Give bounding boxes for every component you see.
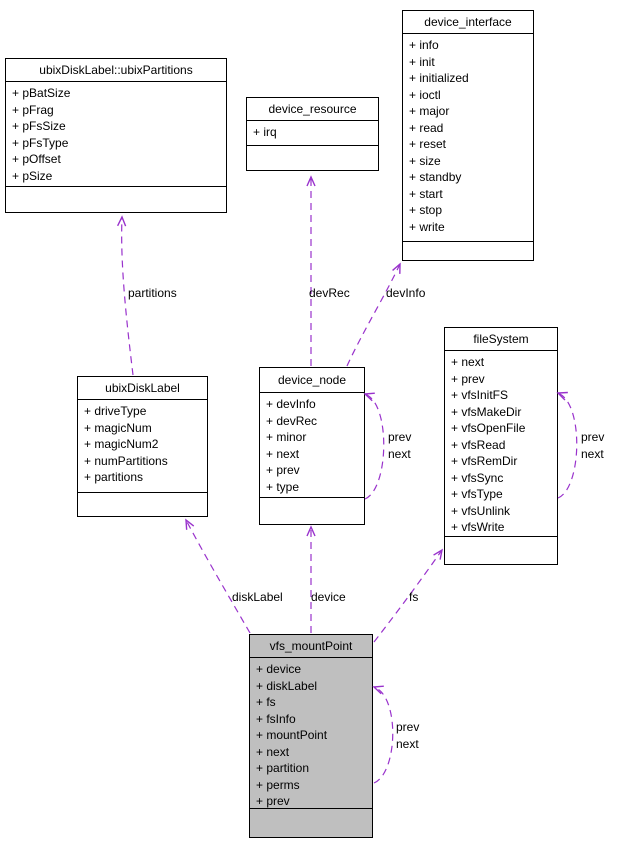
class-title: device_resource xyxy=(247,98,378,121)
class-attribute: + initialized xyxy=(409,71,469,85)
class-attribute: + vfsType xyxy=(451,487,503,501)
class-attribute: + type xyxy=(266,479,300,494)
edge-filesystem-self-loop xyxy=(556,391,578,499)
class-attribute: + vfsUnlink xyxy=(451,503,511,518)
class-attribute: + vfsInitFS xyxy=(451,388,509,402)
class-box-device-resource[interactable]: device_resource + irq xyxy=(246,97,379,171)
class-attribute: + read xyxy=(409,120,444,135)
class-attributes: + info + init + initialized + ioctl + ma… xyxy=(403,34,533,241)
class-attribute: + numPartitions xyxy=(84,453,168,468)
class-attribute: + vfsMakeDir xyxy=(451,404,522,419)
class-attribute: + size xyxy=(409,153,441,168)
class-attribute: + vfsRemDir xyxy=(451,454,518,468)
class-attributes: + devInfo + devRec + minor + next + prev… xyxy=(260,393,364,497)
class-box-ubixdisklabel[interactable]: ubixDiskLabel + driveType + magicNum + m… xyxy=(77,376,208,517)
class-attribute: + prev xyxy=(451,371,485,386)
edge-label-vfs-prev: prev xyxy=(396,720,420,734)
edge-fs xyxy=(373,548,443,643)
class-attributes: + pBatSize + pFrag + pFsSize + pFsType +… xyxy=(6,82,226,186)
class-box-ubixpartitions[interactable]: ubixDiskLabel::ubixPartitions + pBatSize… xyxy=(5,58,227,213)
class-attribute: + major xyxy=(409,104,450,118)
class-attribute: + pFsSize xyxy=(12,119,66,133)
class-attribute: + irq xyxy=(253,125,277,139)
class-attribute: + reset xyxy=(409,137,447,151)
class-attribute: + mountPoint xyxy=(256,728,328,742)
class-attribute: + next xyxy=(256,744,290,759)
class-attribute: + pFrag xyxy=(12,102,54,117)
class-attribute: + write xyxy=(409,219,445,234)
class-attribute: + ioctl xyxy=(409,87,441,102)
class-attribute: + next xyxy=(451,355,485,369)
class-attribute: + pBatSize xyxy=(12,86,71,100)
class-box-device-node[interactable]: device_node + devInfo + devRec + minor +… xyxy=(259,367,365,525)
class-title: device_interface xyxy=(403,11,533,34)
class-attribute: + partitions xyxy=(84,470,144,484)
edge-disklabel xyxy=(185,518,251,634)
edge-label-devrec: devRec xyxy=(309,286,350,300)
class-attributes: + device + diskLabel + fs + fsInfo + mou… xyxy=(250,658,372,808)
class-attribute: + prev xyxy=(256,794,290,808)
edge-label-device-node-next: next xyxy=(388,447,411,461)
class-attribute: + magicNum2 xyxy=(84,437,159,451)
class-attribute: + init xyxy=(409,54,435,69)
class-attributes: + next + prev + vfsInitFS + vfsMakeDir +… xyxy=(445,351,557,536)
class-attribute: + device xyxy=(256,662,302,676)
class-title: vfs_mountPoint xyxy=(250,635,372,658)
class-title: ubixDiskLabel::ubixPartitions xyxy=(6,59,226,82)
edge-label-devinfo: devInfo xyxy=(386,286,426,300)
class-attribute: + pFsType xyxy=(12,135,69,150)
class-attribute: + vfsWrite xyxy=(451,520,505,534)
edge-label-disklabel: diskLabel xyxy=(232,590,283,604)
class-attribute: + fs xyxy=(256,695,276,709)
class-attribute: + magicNum xyxy=(84,420,152,435)
edge-vfs-mountpoint-self-loop xyxy=(372,685,394,784)
class-empty-compartment xyxy=(6,186,226,212)
edge-label-device-node-prev: prev xyxy=(388,430,412,444)
edge-devinfo xyxy=(346,262,401,367)
class-attributes: + irq xyxy=(247,121,378,145)
edge-label-device: device xyxy=(311,590,346,604)
class-empty-compartment xyxy=(250,808,372,837)
class-title: ubixDiskLabel xyxy=(78,377,207,400)
class-box-filesystem[interactable]: fileSystem + next + prev + vfsInitFS + v… xyxy=(444,327,558,565)
class-attribute: + vfsOpenFile xyxy=(451,421,526,435)
class-attribute: + fsInfo xyxy=(256,711,296,726)
class-attributes: + driveType + magicNum + magicNum2 + num… xyxy=(78,400,207,492)
class-attribute: + driveType xyxy=(84,404,147,418)
edge-label-filesystem-next: next xyxy=(581,447,604,461)
class-empty-compartment xyxy=(78,492,207,516)
class-attribute: + pOffset xyxy=(12,152,61,166)
class-attribute: + perms xyxy=(256,777,300,792)
class-attribute: + vfsSync xyxy=(451,470,504,485)
class-attribute: + minor xyxy=(266,430,307,444)
class-attribute: + stop xyxy=(409,203,443,217)
class-empty-compartment xyxy=(403,241,533,260)
class-attribute: + start xyxy=(409,186,443,201)
class-attribute: + vfsRead xyxy=(451,437,506,452)
edge-device-node-self-loop xyxy=(363,392,385,500)
class-attribute: + devRec xyxy=(266,413,318,428)
class-attribute: + pSize xyxy=(12,168,53,183)
class-attribute: + partition xyxy=(256,761,310,775)
class-attribute: + next xyxy=(266,446,300,461)
edge-label-fs: fs xyxy=(409,590,419,604)
class-attribute: + diskLabel xyxy=(256,678,318,693)
edge-label-filesystem-prev: prev xyxy=(581,430,605,444)
class-empty-compartment xyxy=(260,497,364,524)
class-attribute: + info xyxy=(409,38,439,52)
class-box-device-interface[interactable]: device_interface + info + init + initial… xyxy=(402,10,534,261)
class-attribute: + devInfo xyxy=(266,397,316,411)
edge-label-partitions: partitions xyxy=(128,286,177,300)
class-attribute: + prev xyxy=(266,463,300,477)
class-title: device_node xyxy=(260,368,364,393)
class-empty-compartment xyxy=(445,536,557,564)
class-box-vfs-mountpoint[interactable]: vfs_mountPoint + device + diskLabel + fs… xyxy=(249,634,373,838)
class-title: fileSystem xyxy=(445,328,557,351)
class-attribute: + standby xyxy=(409,170,462,184)
edge-label-vfs-next: next xyxy=(396,737,419,751)
class-empty-compartment xyxy=(247,145,378,170)
